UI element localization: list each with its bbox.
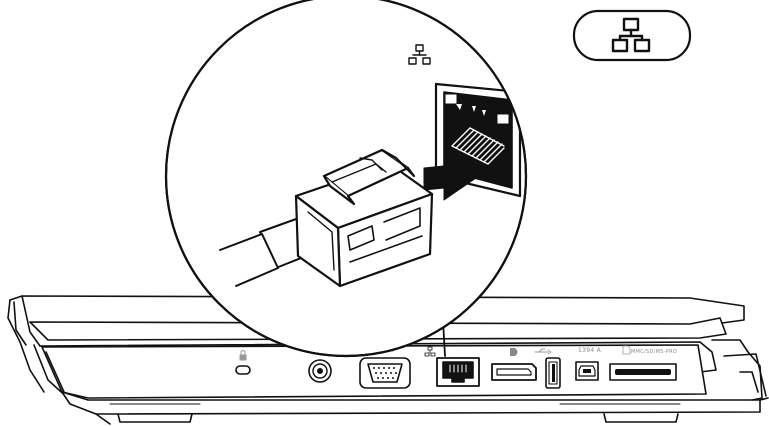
displayport-port <box>491 348 537 381</box>
vga-pins <box>373 367 397 379</box>
network-port-side <box>424 346 480 387</box>
network-icon <box>408 44 431 65</box>
displayport-icon <box>510 348 518 356</box>
usb-icon <box>534 348 552 355</box>
network-icon <box>424 346 436 357</box>
network-icon <box>611 17 651 53</box>
enlarged-jack-pins <box>451 127 505 165</box>
vga-port: VGA <box>359 347 411 389</box>
firewire-port: 1394 A <box>575 347 602 381</box>
sd-card-icon <box>622 345 631 355</box>
usb-port <box>534 348 561 389</box>
lock-icon <box>239 350 247 361</box>
firewire-label: 1394 A <box>578 347 602 354</box>
rj45-plug <box>294 148 434 288</box>
network-symbol-badge <box>572 9 692 62</box>
network-port-pins <box>449 364 467 373</box>
callout-border <box>164 0 528 358</box>
callout-contents <box>219 44 522 288</box>
card-reader-label: MMC/SD/MS-PRO <box>631 349 677 355</box>
card-reader-slot: MMC/SD/MS-PRO <box>609 345 677 381</box>
security-lock-slot <box>235 350 251 375</box>
